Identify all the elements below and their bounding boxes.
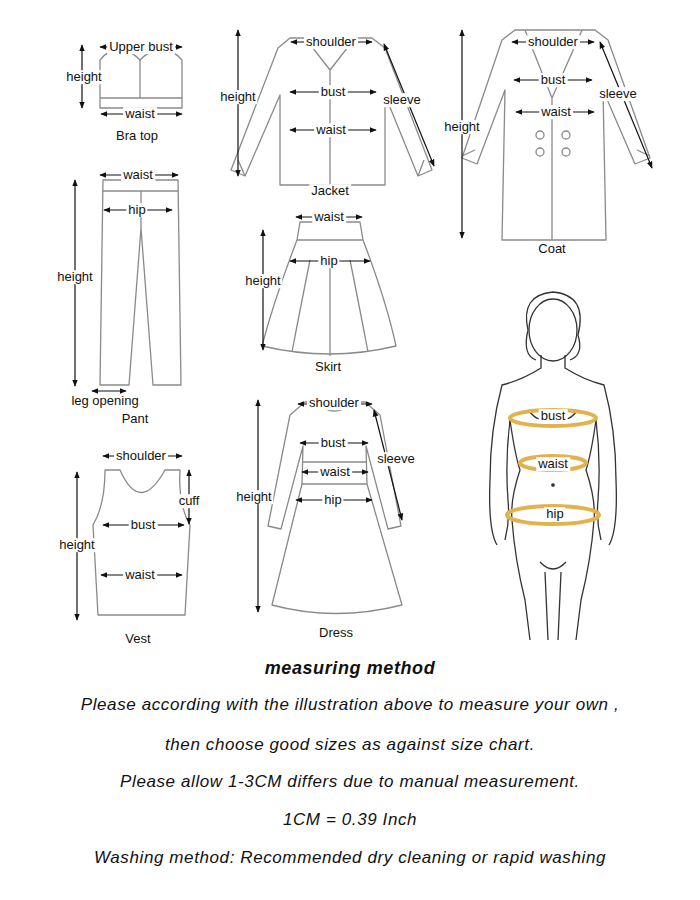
dimension-label: shoulder: [114, 449, 168, 463]
coat-button: [536, 148, 544, 156]
measure-arrows: [75, 30, 652, 620]
jacket-outline: [231, 38, 432, 185]
dimension-label: shoulder: [307, 396, 361, 410]
dimension-label: height: [243, 274, 282, 288]
jacket-detail: [238, 38, 424, 185]
garment-name: Bra top: [114, 129, 160, 143]
bra-top-outline: [100, 49, 182, 108]
garment-name: Pant: [120, 412, 151, 426]
dimension-label: waist: [123, 568, 157, 582]
body-figure: [490, 292, 617, 640]
dimension-label: waist: [314, 123, 348, 137]
coat-outline: [462, 30, 650, 240]
dimension-label: height: [64, 70, 103, 84]
dimension-label: waist: [312, 210, 346, 224]
garment-name: Coat: [536, 242, 567, 256]
dimension-label: height: [442, 120, 481, 134]
dimension-label: bust: [319, 436, 348, 450]
dimension-label: waist: [121, 168, 155, 182]
dimension-label: height: [218, 90, 257, 104]
instruction-note: then choose good sizes as against size c…: [163, 736, 537, 754]
dimension-label: cuff: [177, 494, 202, 508]
instruction-note: 1CM = 0.39 Inch: [281, 811, 419, 829]
dimension-label: hip: [322, 493, 343, 507]
dimension-label: hip: [126, 203, 147, 217]
dimension-label: bust: [539, 73, 568, 87]
dimension-label: hip: [318, 254, 339, 268]
dress-outline: [268, 402, 402, 614]
dimension-label: bust: [539, 409, 568, 423]
dimension-label: waist: [536, 457, 570, 471]
dimension-label: height: [57, 538, 96, 552]
dimension-label: Upper bust: [107, 40, 175, 54]
dimension-label: waist: [539, 105, 573, 119]
dimension-label: leg opening: [69, 394, 140, 408]
measure-bands: [507, 410, 599, 524]
vest-outline: [93, 470, 190, 615]
dimension-label: sleeve: [375, 452, 417, 466]
dimension-label: hip: [544, 507, 565, 521]
coat-button: [536, 131, 544, 139]
pant-outline: [100, 180, 181, 385]
garment-name: Vest: [123, 632, 152, 646]
coat-button: [562, 148, 570, 156]
instruction-note: Please allow 1-3CM differs due to manual…: [118, 773, 582, 791]
coat-detail: [462, 30, 650, 240]
dimension-label: height: [234, 490, 273, 504]
dimension-label: shoulder: [304, 35, 358, 49]
garment-name: Skirt: [313, 360, 343, 374]
dimension-label: sleeve: [597, 87, 639, 101]
dimension-label: sleeve: [381, 93, 423, 107]
dimension-label: waist: [123, 107, 157, 121]
bra-top-detail: [100, 60, 182, 98]
garment-name: Dress: [317, 626, 355, 640]
instruction-note: Washing method: Recommended dry cleaning…: [92, 849, 608, 867]
instruction-note: Please according with the illustration a…: [79, 696, 622, 714]
coat-button: [562, 131, 570, 139]
skirt-detail: [292, 240, 368, 356]
skirt-outline: [262, 222, 396, 354]
pant-detail: [103, 191, 178, 228]
dimension-label: bust: [319, 85, 348, 99]
dimension-label: height: [55, 270, 94, 284]
dimension-label: shoulder: [526, 35, 580, 49]
dimension-label: waist: [318, 465, 352, 479]
dimension-label: bust: [129, 518, 158, 532]
section-heading: measuring method: [263, 659, 438, 678]
garment-name: Jacket: [309, 184, 351, 198]
